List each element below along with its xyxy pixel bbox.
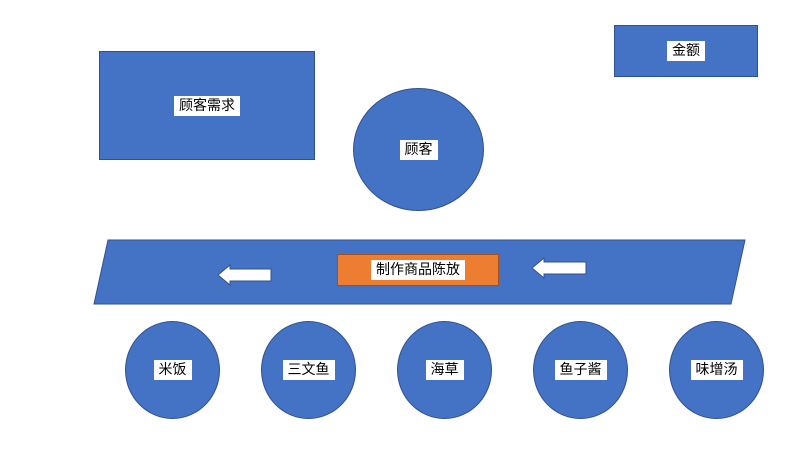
food-label: 三文鱼 <box>282 360 335 380</box>
food-item-rice: 米饭 <box>125 321 220 419</box>
food-item-caviar: 鱼子酱 <box>533 321 628 419</box>
food-item-seaweed: 海草 <box>397 321 492 419</box>
customer-needs-box: 顾客需求 <box>99 51 315 160</box>
food-label: 米饭 <box>153 360 192 380</box>
customer-needs-label: 顾客需求 <box>174 95 240 116</box>
food-item-miso-soup: 味增汤 <box>669 321 764 419</box>
amount-label: 金额 <box>667 41 705 61</box>
amount-box: 金额 <box>614 25 758 77</box>
arrow-left-icon <box>531 256 587 280</box>
conveyor-label-box: 制作商品陈放 <box>337 254 499 286</box>
customer-node: 顾客 <box>353 88 484 211</box>
food-item-salmon: 三文鱼 <box>261 321 356 419</box>
food-label: 味增汤 <box>690 360 743 380</box>
customer-label: 顾客 <box>399 139 438 160</box>
food-label: 海草 <box>425 360 464 380</box>
conveyor-label: 制作商品陈放 <box>371 260 465 280</box>
food-label: 鱼子酱 <box>554 360 607 380</box>
arrow-left-icon <box>217 263 272 287</box>
